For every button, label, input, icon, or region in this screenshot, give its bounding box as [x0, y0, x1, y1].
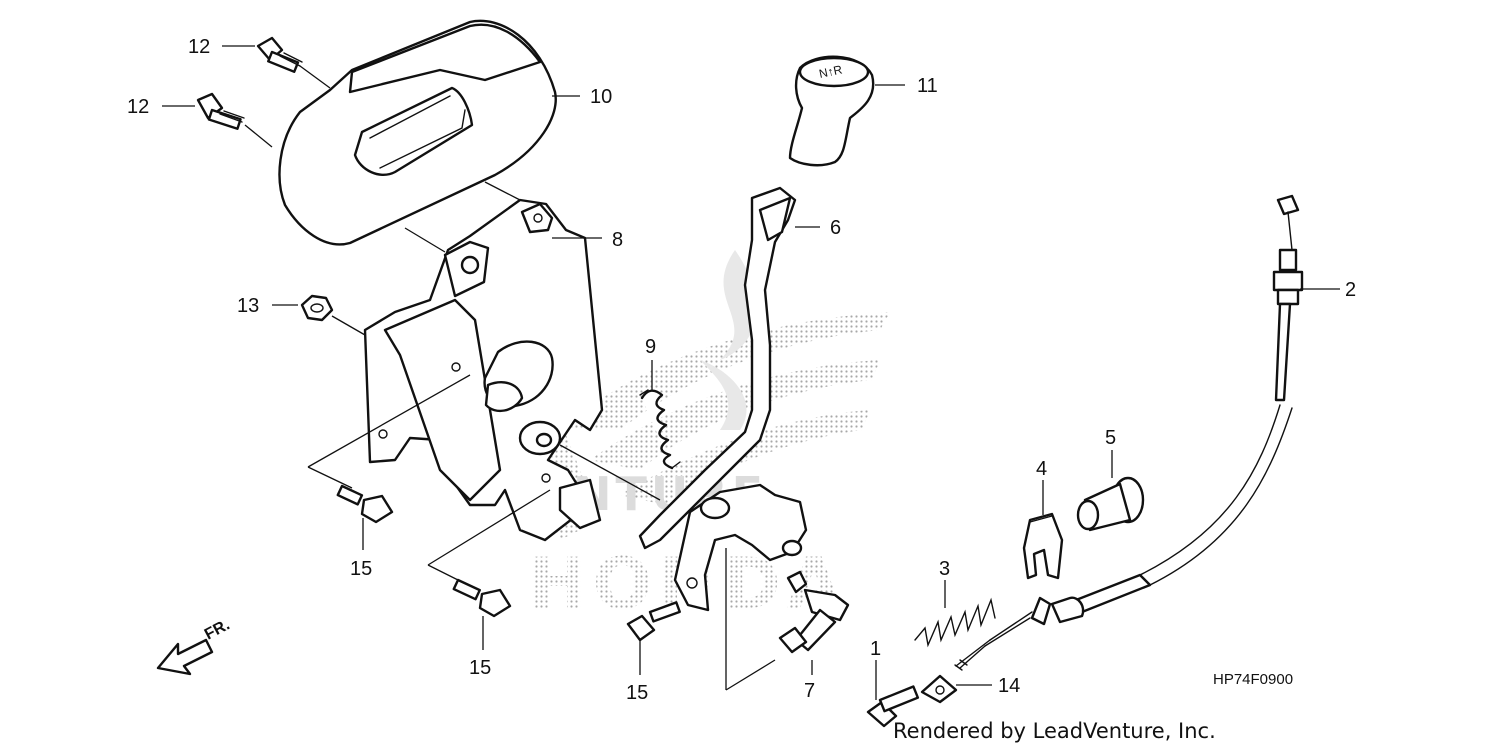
callout-11: 11	[917, 75, 938, 97]
callout-15b: 15	[469, 657, 491, 679]
callout-7: 7	[804, 680, 815, 702]
svg-text:N↑R: N↑R	[818, 62, 844, 81]
callout-5: 5	[1105, 427, 1116, 449]
callout-15c: 15	[626, 682, 648, 704]
joint-part-14[interactable]	[920, 674, 958, 704]
callout-4: 4	[1036, 458, 1047, 480]
pin-part-1[interactable]	[866, 685, 920, 728]
callout-12a: 12	[188, 36, 210, 58]
callout-8: 8	[612, 229, 623, 251]
bolt-part-15a[interactable]	[336, 484, 394, 524]
grommet-part-5[interactable]	[1076, 476, 1145, 532]
spring-part-3[interactable]	[914, 597, 996, 648]
bolt-part-15b[interactable]	[452, 578, 512, 618]
callout-3: 3	[939, 558, 950, 580]
clip-part-4[interactable]	[1022, 512, 1064, 580]
callout-13: 13	[237, 295, 259, 317]
leader-lines	[162, 45, 1340, 700]
callout-2: 2	[1345, 279, 1356, 301]
callout-10: 10	[590, 86, 612, 108]
shift-cable-part[interactable]	[954, 194, 1304, 671]
callout-15a: 15	[350, 558, 372, 580]
bolt-part-15c[interactable]	[626, 601, 681, 642]
shift-cover-part[interactable]	[278, 19, 557, 246]
callout-labels: 12 12 10 11 8 6 13 9 2 5 4 3 15 15 15 7 …	[127, 36, 1356, 704]
front-arrow-icon: FR.	[156, 616, 233, 676]
callout-9: 9	[645, 336, 656, 358]
nut-part-13[interactable]	[300, 294, 334, 322]
shift-knob-part[interactable]: N↑R	[788, 55, 875, 167]
callout-1: 1	[870, 638, 881, 660]
shift-lever-part[interactable]	[638, 186, 808, 612]
drawing-code: HP74F0900	[1213, 671, 1293, 688]
callout-14: 14	[998, 675, 1020, 697]
callout-6: 6	[830, 217, 841, 239]
bolt-part-12a[interactable]	[256, 36, 303, 73]
rod-end-part-7[interactable]	[778, 570, 850, 654]
bracket-plate-part[interactable]	[363, 198, 604, 542]
callout-12b: 12	[127, 96, 149, 118]
spring-part-9[interactable]	[639, 389, 681, 470]
render-credit: Rendered by LeadVenture, Inc.	[893, 719, 1216, 743]
bolt-part-12b[interactable]	[196, 92, 245, 130]
